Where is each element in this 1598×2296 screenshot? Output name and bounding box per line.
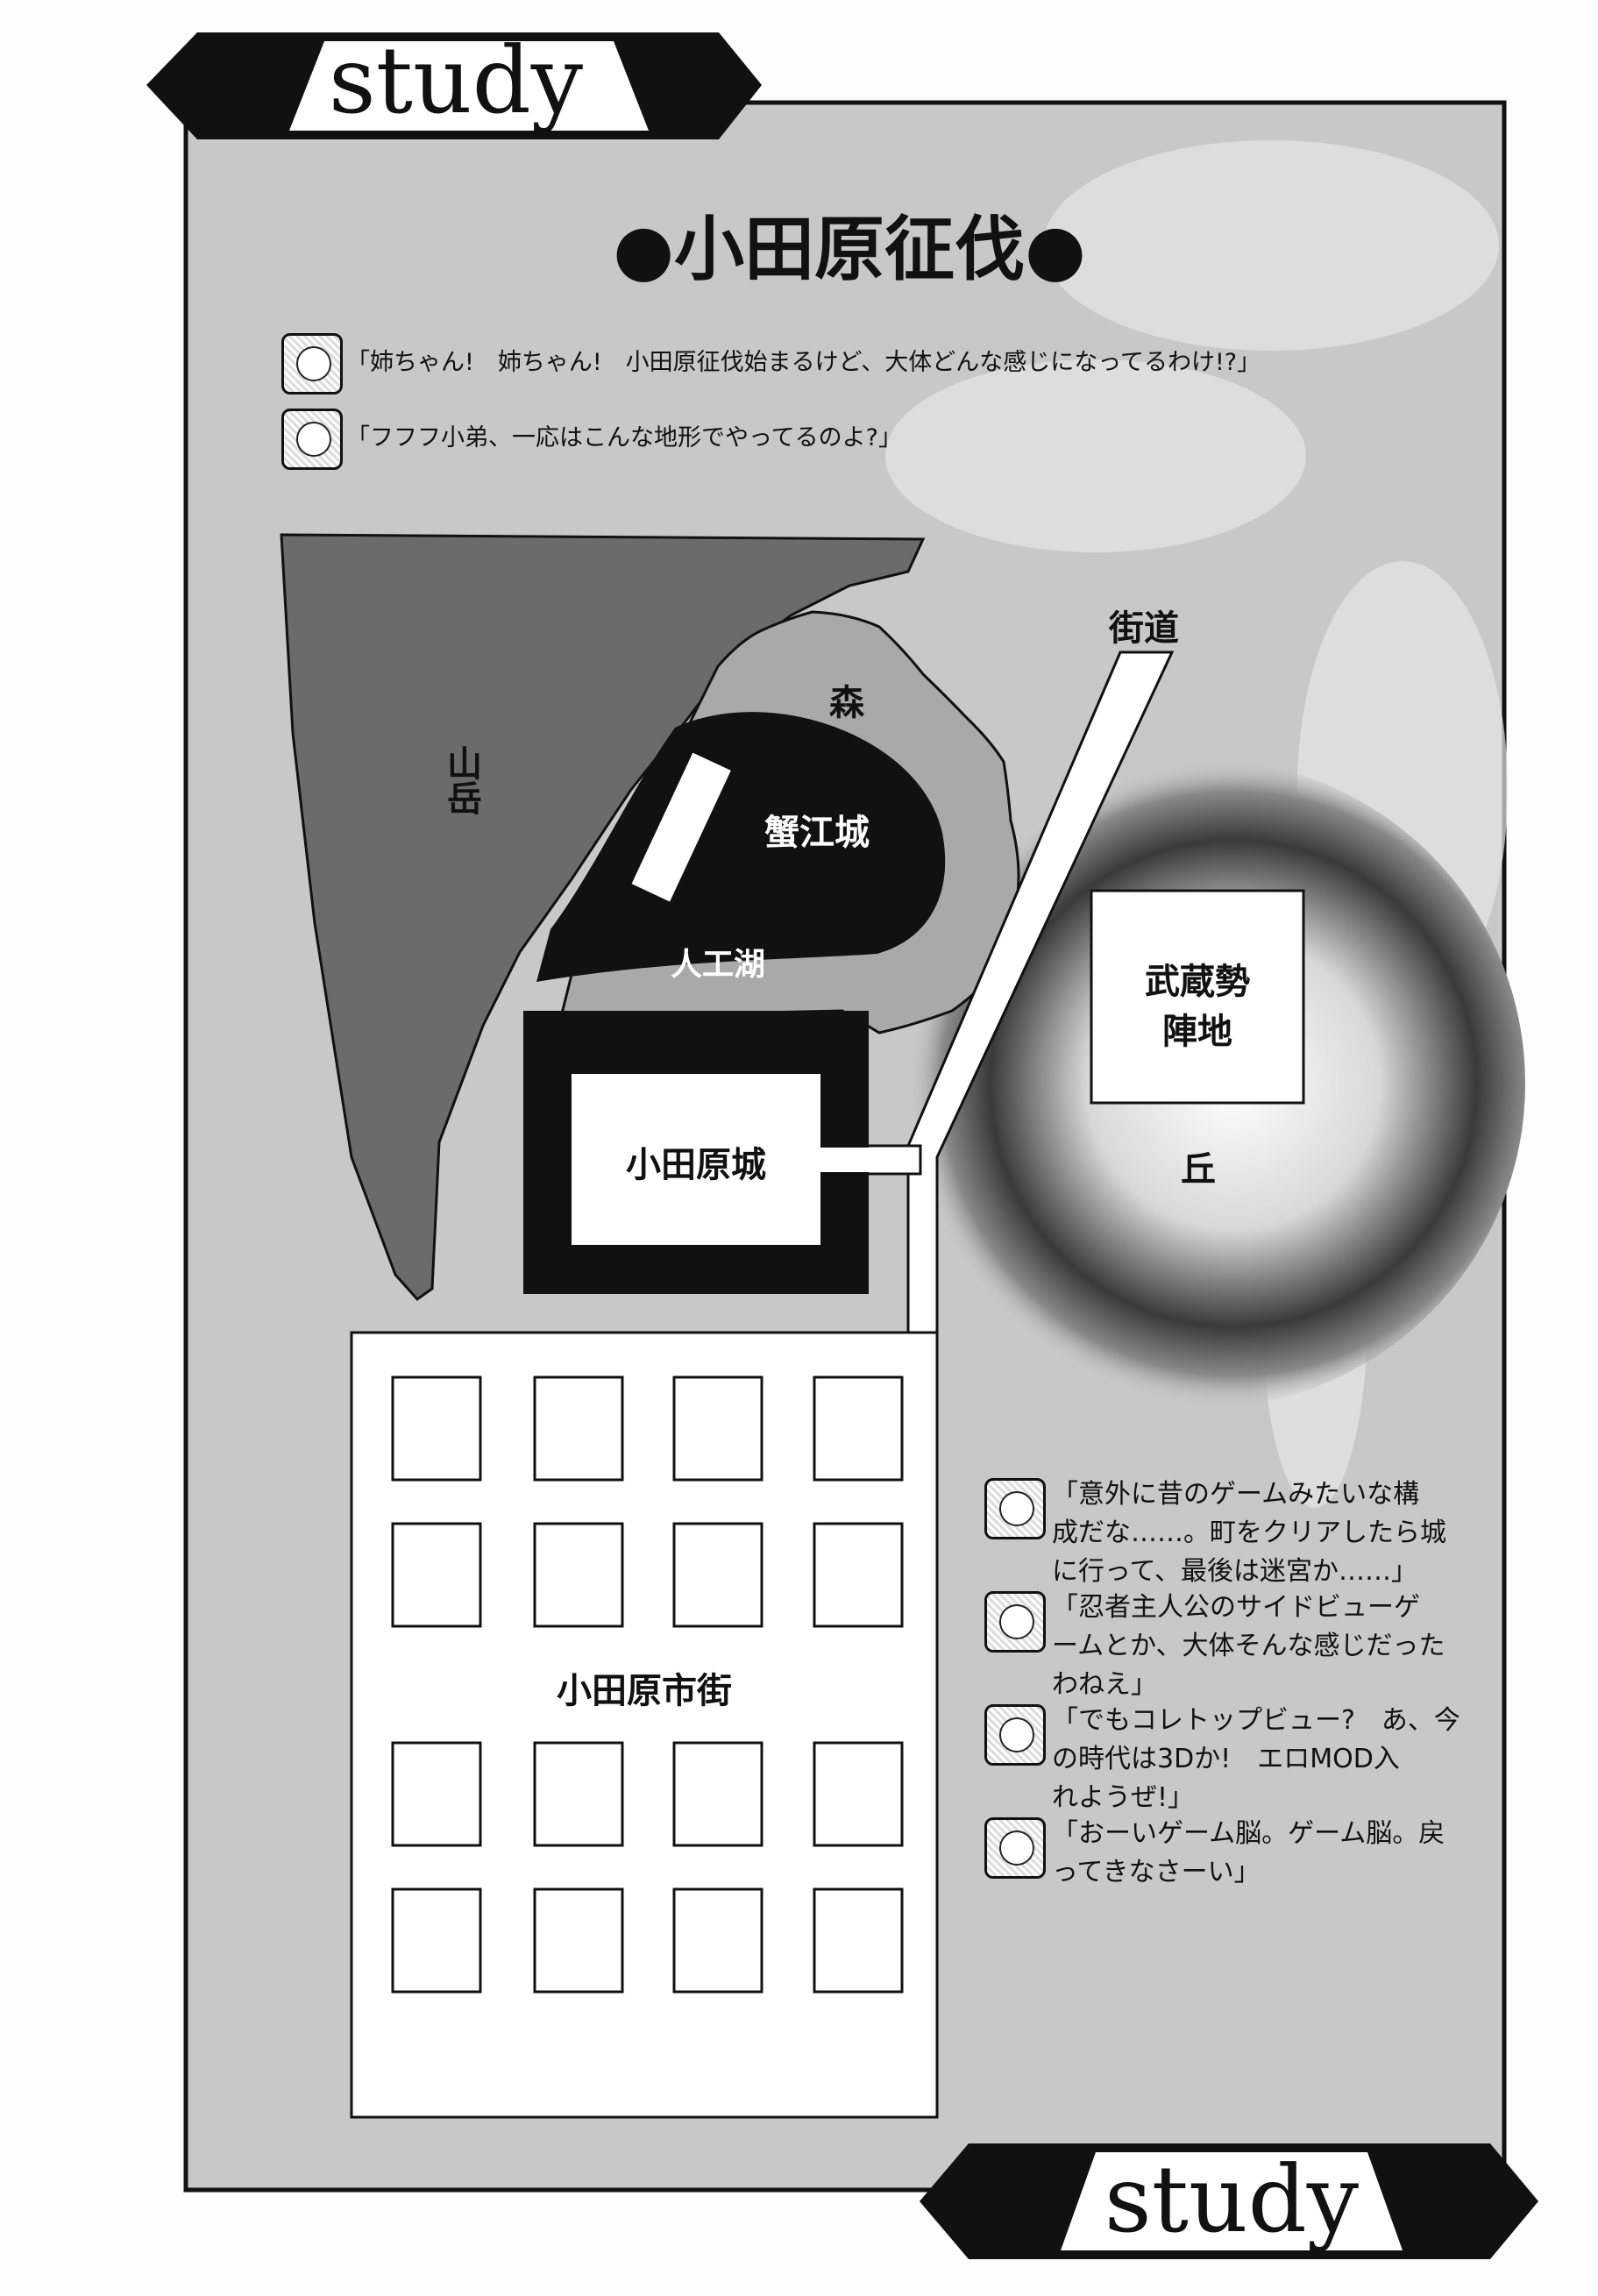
- dialogue-entry: 「忍者主人公のサイドビューゲ ームとか、大体そんな感じだった わねえ」: [1052, 1589, 1445, 1704]
- label-mountains: 山岳: [441, 745, 481, 815]
- character-face-icon: [984, 1478, 1046, 1539]
- dialogue-line: に行って、最後は迷宮か……」: [1052, 1556, 1417, 1587]
- town-block: [813, 1741, 904, 1847]
- town-block: [672, 1887, 763, 1994]
- footer-banner-label: study: [1104, 2146, 1360, 2253]
- label-odawara-town: 小田原市街: [557, 1671, 732, 1711]
- dialogue-line: 「姉ちゃん! 姉ちゃん! 小田原征伐始まるけど、大体どんな感じになってるわけ!?…: [346, 349, 1261, 376]
- dialogue-entry: 「でもコレトップビュー? あ、今 の時代は3Dか! エロMOD入 れようぜ!」: [1052, 1702, 1460, 1817]
- musashi-camp: [1090, 889, 1305, 1105]
- town-block: [533, 1741, 624, 1847]
- dialogue-entry: 「意外に昔のゲームみたいな構 成だな……。町をクリアしたら城 に行って、最後は迷…: [1052, 1475, 1446, 1591]
- town-block: [813, 1887, 904, 1994]
- town-block: [533, 1887, 624, 1994]
- town-block: [391, 1741, 482, 1847]
- label-kanie-castle: 蟹江城: [764, 813, 870, 853]
- label-musashi-camp-2: 陣地: [1162, 1012, 1232, 1052]
- odawara-castle[interactable]: [572, 1074, 820, 1245]
- mountain-area: [280, 533, 926, 1301]
- label-highway: 街道: [1108, 608, 1179, 649]
- castle-gate: [820, 1148, 873, 1172]
- character-face-icon: [984, 1704, 1046, 1766]
- dialogue-entry: 「おーいゲーム脳。ゲーム脳。戻 ってきなさーい」: [1052, 1815, 1445, 1892]
- town-block: [391, 1375, 482, 1482]
- header-banner-label: study: [329, 27, 584, 134]
- label-forest: 森: [829, 683, 865, 723]
- dialogue-line: 「でもコレトップビュー? あ、今: [1052, 1705, 1460, 1736]
- town-block: [672, 1375, 763, 1482]
- character-face-icon: [984, 1817, 1046, 1879]
- page-title: ●小田原征伐●: [613, 209, 1086, 290]
- dialogue-line: 「フフフ小弟、一応はこんな地形でやってるのよ?」: [346, 424, 902, 451]
- dialogue-line: 「忍者主人公のサイドビューゲ: [1052, 1592, 1420, 1623]
- town-blocks: [391, 1375, 904, 1994]
- character-face-icon: [281, 333, 343, 395]
- kanie-castle-area: [536, 712, 946, 982]
- town-block: [533, 1375, 624, 1482]
- character-face-icon: [984, 1591, 1046, 1653]
- town-block: [813, 1522, 904, 1628]
- dialogue-line: れようぜ!」: [1052, 1782, 1195, 1813]
- town-block: [533, 1522, 624, 1628]
- dialogue-line: ってきなさーい」: [1052, 1857, 1261, 1887]
- header-banner: study: [146, 27, 762, 139]
- kanie-castle-keep: [629, 750, 734, 905]
- dialogue-line: わねえ」: [1052, 1669, 1157, 1700]
- label-musashi-camp-1: 武蔵勢: [1145, 962, 1250, 1002]
- label-artificial-lake: 人工湖: [671, 947, 765, 983]
- dialogue-line: の時代は3Dか! エロMOD入: [1052, 1744, 1400, 1774]
- dialogue-line: 「意外に昔のゲームみたいな構: [1052, 1479, 1420, 1510]
- dialogue-line: 成だな……。町をクリアしたら城: [1052, 1518, 1446, 1548]
- town-block: [391, 1887, 482, 1994]
- label-odawara-castle: 小田原城: [626, 1145, 766, 1185]
- dialogue-line: ームとか、大体そんな感じだった: [1052, 1631, 1445, 1661]
- town-block: [813, 1375, 904, 1482]
- footer-banner: study: [920, 2143, 1538, 2259]
- town-block: [672, 1522, 763, 1628]
- dialogue-line: 「おーいゲーム脳。ゲーム脳。戻: [1052, 1818, 1445, 1849]
- character-face-icon: [281, 409, 343, 470]
- town-block: [672, 1741, 763, 1847]
- label-hill: 丘: [1181, 1149, 1216, 1190]
- town-block: [391, 1522, 482, 1628]
